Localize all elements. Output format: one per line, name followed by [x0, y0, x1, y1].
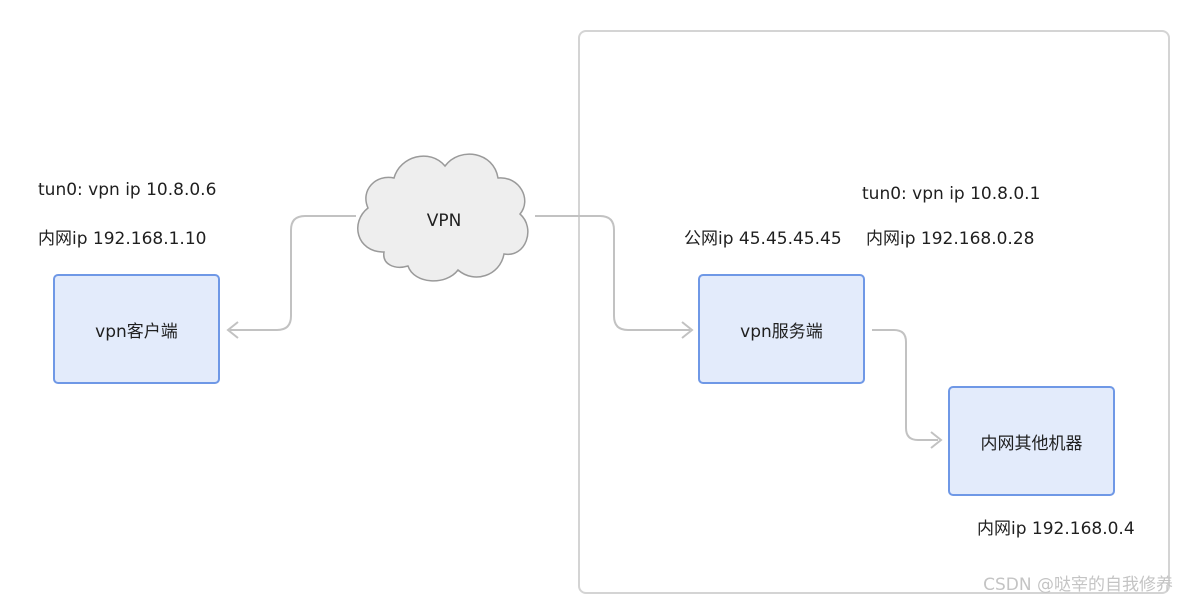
- edge-cloud-to-server: [535, 215, 690, 331]
- client-lan-label: 内网ip 192.168.1.10: [38, 229, 207, 249]
- vpn-cloud-icon: [357, 153, 529, 282]
- edge-cloud-to-client: [230, 215, 356, 331]
- client-tun-label: tun0: vpn ip 10.8.0.6: [38, 180, 217, 200]
- arrowhead-internal: [930, 431, 943, 449]
- arrowhead-client: [226, 321, 239, 339]
- watermark-text: CSDN @哒宰的自我修养: [983, 575, 1173, 595]
- server-public-label: 公网ip 45.45.45.45: [684, 229, 842, 249]
- internal-lan-label: 内网ip 192.168.0.4: [977, 519, 1135, 539]
- server-lan-label: 内网ip 192.168.0.28: [866, 229, 1035, 249]
- edge-server-to-internal: [872, 329, 938, 441]
- server-tun-label: tun0: vpn ip 10.8.0.1: [862, 184, 1041, 204]
- vpn-cloud-label: VPN: [426, 211, 462, 231]
- vpn-client-node[interactable]: vpn客户端: [53, 274, 220, 384]
- vpn-server-node[interactable]: vpn服务端: [698, 274, 865, 384]
- arrowhead-server: [681, 321, 694, 339]
- server-network-frame: [578, 30, 1170, 594]
- internal-machines-node[interactable]: 内网其他机器: [948, 386, 1115, 496]
